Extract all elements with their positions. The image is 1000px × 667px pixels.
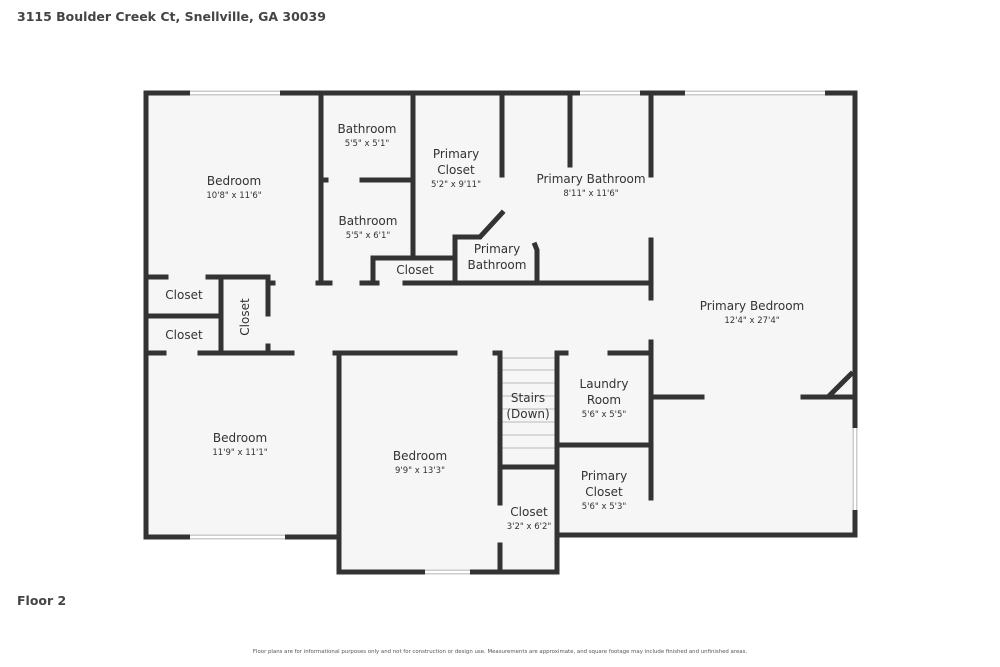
- svg-text:5'6" x 5'5": 5'6" x 5'5": [582, 410, 627, 420]
- svg-text:Bathroom: Bathroom: [338, 122, 397, 136]
- svg-text:Bedroom: Bedroom: [393, 449, 447, 463]
- svg-text:8'11" x 11'6": 8'11" x 11'6": [563, 189, 618, 199]
- room-closet-vertical: Closet: [238, 298, 252, 336]
- stairs: [502, 357, 555, 449]
- room-closet-hall: Closet: [396, 263, 434, 277]
- svg-text:3'2" x 6'2": 3'2" x 6'2": [507, 522, 552, 532]
- svg-text:5'5" x 6'1": 5'5" x 6'1": [346, 231, 391, 241]
- svg-text:Laundry: Laundry: [580, 377, 629, 391]
- svg-text:Closet: Closet: [585, 485, 623, 499]
- room-closet-a: Closet: [165, 288, 203, 302]
- floor-label: Floor 2: [17, 593, 67, 608]
- walls: [143, 90, 858, 575]
- svg-text:11'9" x 11'1": 11'9" x 11'1": [212, 448, 267, 458]
- room-bedroom-3: Bedroom 9'9" x 13'3": [393, 449, 447, 476]
- svg-text:Primary Bathroom: Primary Bathroom: [536, 172, 645, 186]
- svg-text:10'8" x 11'6": 10'8" x 11'6": [206, 191, 261, 201]
- room-bedroom-1: Bedroom 10'8" x 11'6": [206, 174, 261, 201]
- svg-text:Primary Bedroom: Primary Bedroom: [700, 299, 804, 313]
- room-labels: Bedroom 10'8" x 11'6" Bathroom 5'5" x 5'1"…: [165, 122, 804, 532]
- room-bedroom-2: Bedroom 11'9" x 11'1": [212, 431, 267, 458]
- svg-text:Closet: Closet: [510, 505, 548, 519]
- disclaimer: Floor plans are for informational purpos…: [252, 649, 748, 655]
- svg-text:Bedroom: Bedroom: [207, 174, 261, 188]
- svg-text:Closet: Closet: [437, 163, 475, 177]
- room-primary-bedroom: Primary Bedroom 12'4" x 27'4": [700, 299, 804, 326]
- svg-text:Closet: Closet: [396, 263, 434, 277]
- svg-text:Bedroom: Bedroom: [213, 431, 267, 445]
- room-bathroom-2: Bathroom 5'5" x 6'1": [339, 214, 398, 241]
- svg-text:Closet: Closet: [165, 288, 203, 302]
- windows: [190, 90, 858, 575]
- room-closet-b: Closet: [165, 328, 203, 342]
- room-stairs: Stairs (Down): [506, 391, 549, 421]
- svg-text:5'5" x 5'1": 5'5" x 5'1": [345, 139, 390, 149]
- address-title: 3115 Boulder Creek Ct, Snellville, GA 30…: [17, 9, 326, 24]
- svg-text:Bathroom: Bathroom: [468, 258, 527, 272]
- svg-text:Primary: Primary: [433, 147, 479, 161]
- room-bathroom-1: Bathroom 5'5" x 5'1": [338, 122, 397, 149]
- svg-text:Closet: Closet: [165, 328, 203, 342]
- svg-text:Bathroom: Bathroom: [339, 214, 398, 228]
- svg-text:Room: Room: [587, 393, 621, 407]
- svg-text:5'2" x 9'11": 5'2" x 9'11": [431, 180, 481, 190]
- svg-text:Primary: Primary: [581, 469, 627, 483]
- room-primary-bathroom: Primary Bathroom 8'11" x 11'6": [536, 172, 645, 199]
- svg-text:9'9" x 13'3": 9'9" x 13'3": [395, 466, 445, 476]
- svg-text:12'4" x 27'4": 12'4" x 27'4": [724, 316, 779, 326]
- svg-text:(Down): (Down): [506, 407, 549, 421]
- svg-text:Closet: Closet: [238, 298, 252, 336]
- svg-text:Stairs: Stairs: [511, 391, 545, 405]
- svg-text:Primary: Primary: [474, 242, 520, 256]
- svg-text:5'6" x 5'3": 5'6" x 5'3": [582, 502, 627, 512]
- room-closet-small: Closet 3'2" x 6'2": [507, 505, 552, 532]
